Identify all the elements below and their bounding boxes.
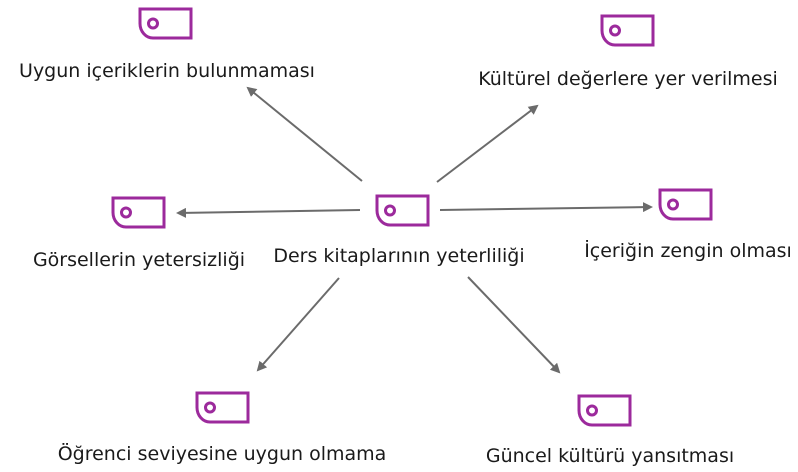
- code-node-icon: [375, 194, 430, 227]
- node-guncel-kulturu-yansitmasi[interactable]: Güncel kültürü yansıtması: [486, 394, 734, 467]
- edges: [176, 86, 653, 374]
- node-kulturel-degerlere-yer-verilmesi[interactable]: Kültürel değerlere yer verilmesi: [478, 14, 778, 90]
- center-node-label: Ders kitaplarının yeterliliği: [273, 245, 524, 267]
- center-node[interactable]: Ders kitaplarının yeterliliği: [273, 194, 525, 267]
- code-node-icon: [111, 196, 166, 229]
- node-ogrenci-seviyesine-uygun-olmama[interactable]: Öğrenci seviyesine uygun olmama: [58, 391, 387, 465]
- node-label: Uygun içeriklerin bulunmaması: [19, 60, 315, 82]
- code-node-icon: [577, 394, 632, 427]
- node-uygun-iceriklerin-bulunmamasi[interactable]: Uygun içeriklerin bulunmaması: [19, 7, 315, 82]
- node-icerigin-zengin-olmasi[interactable]: İçeriğin zengin olması: [584, 188, 792, 262]
- code-node-icon: [195, 391, 250, 424]
- code-node-icon: [138, 7, 193, 40]
- node-label: Öğrenci seviyesine uygun olmama: [58, 442, 387, 465]
- edge-to-ogrenci-seviyesine-uygun-olmama: [256, 277, 340, 372]
- edge-to-kulturel-degerlere-yer-verilmesi: [436, 104, 539, 183]
- code-node-icon: [658, 188, 713, 221]
- node-label: İçeriğin zengin olması: [584, 239, 792, 262]
- edge-to-icerigin-zengin-olmasi: [439, 202, 653, 213]
- node-gorsellerin-yetersizligi[interactable]: Görsellerin yetersizliği: [33, 196, 245, 271]
- node-label: Kültürel değerlere yer verilmesi: [478, 68, 778, 90]
- code-node-icon: [600, 14, 655, 47]
- node-label: Güncel kültürü yansıtması: [486, 445, 734, 467]
- edge-to-uygun-iceriklerin-bulunmamasi: [246, 86, 363, 182]
- edge-to-gorsellerin-yetersizligi: [176, 207, 361, 218]
- node-label: Görsellerin yetersizliği: [33, 249, 245, 271]
- edge-to-guncel-kulturu-yansitmasi: [467, 276, 561, 374]
